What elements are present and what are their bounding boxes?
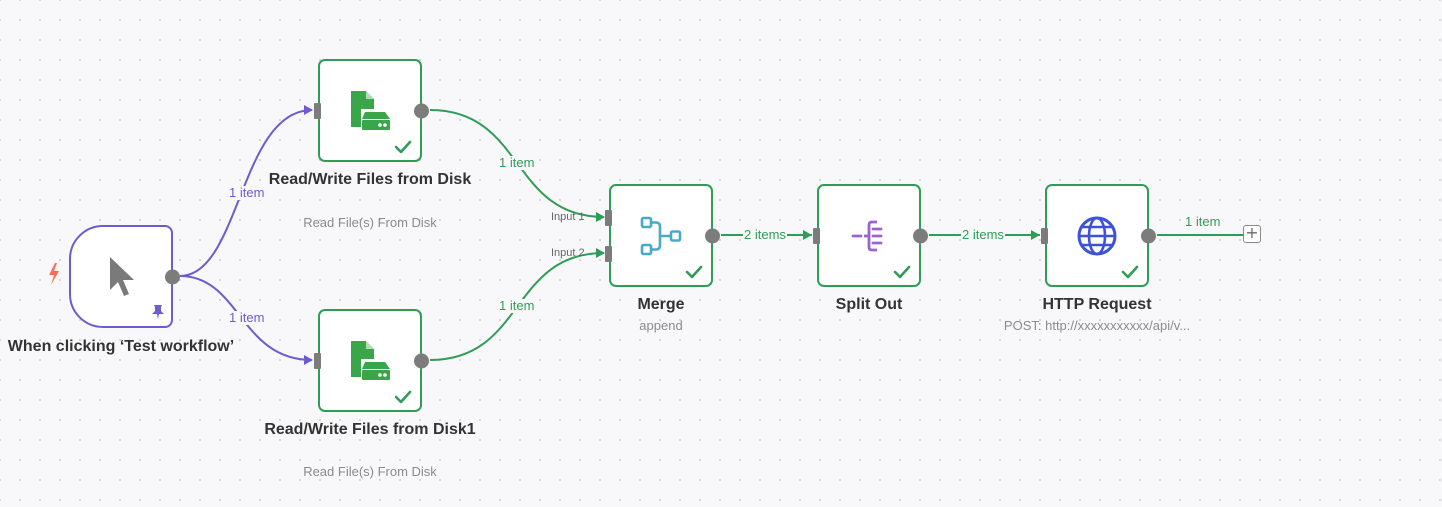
input-handle[interactable] xyxy=(314,103,321,119)
split-out-icon xyxy=(851,220,883,251)
merge-input-2-label: Input 2 xyxy=(551,247,585,259)
read2-node-title: Read/Write Files from Disk1 xyxy=(264,421,476,438)
edge-label-read1-merge: 1 item xyxy=(498,155,536,170)
read-write-files-node-2[interactable] xyxy=(314,309,429,412)
output-handle[interactable] xyxy=(414,353,429,368)
edge-label-split-http: 2 items xyxy=(961,227,1005,242)
pin-icon[interactable] xyxy=(151,304,165,320)
edge-arrow xyxy=(304,105,313,115)
input-handle[interactable] xyxy=(1041,228,1048,244)
read2-node-subtitle: Read File(s) From Disk xyxy=(303,464,437,479)
read1-node-title: Read/Write Files from Disk xyxy=(268,171,472,188)
trigger-node-title: When clicking ‘Test workflow’ xyxy=(7,338,235,355)
output-handle[interactable] xyxy=(1141,228,1156,243)
merge-node-title: Merge xyxy=(637,296,685,313)
output-handle[interactable] xyxy=(165,269,180,284)
output-handle[interactable] xyxy=(913,228,928,243)
add-node-button[interactable]: + xyxy=(1243,225,1261,243)
edge-label-trigger-read2: 1 item xyxy=(228,310,266,325)
edge-label-read2-merge: 1 item xyxy=(498,298,536,313)
success-check-icon xyxy=(394,390,412,404)
split-out-node[interactable] xyxy=(813,184,928,287)
edge-arrow xyxy=(1031,230,1040,240)
success-check-icon xyxy=(893,265,911,279)
read1-node-subtitle: Read File(s) From Disk xyxy=(303,215,437,230)
file-disk-icon xyxy=(351,90,390,130)
edge-label-http-out: 1 item xyxy=(1184,214,1222,229)
edge-label-trigger-read1: 1 item xyxy=(228,185,266,200)
edge-arrow xyxy=(596,248,605,258)
merge-input-1-label: Input 1 xyxy=(551,211,585,223)
http-request-node-title: HTTP Request xyxy=(1042,296,1152,313)
success-check-icon xyxy=(1121,265,1139,279)
http-request-node[interactable] xyxy=(1041,184,1156,287)
output-handle[interactable] xyxy=(414,103,429,118)
merge-node-subtitle: append xyxy=(639,318,683,333)
input-handle[interactable] xyxy=(813,228,820,244)
success-check-icon xyxy=(685,265,703,279)
edge-arrow xyxy=(596,212,605,222)
output-handle[interactable] xyxy=(705,228,720,243)
input-handle[interactable] xyxy=(314,353,321,369)
split-out-node-title: Split Out xyxy=(835,296,903,313)
input-handle-1[interactable] xyxy=(605,210,612,226)
lightning-bolt-icon xyxy=(49,263,59,285)
success-check-icon xyxy=(394,140,412,154)
input-handle-2[interactable] xyxy=(605,246,612,262)
globe-icon xyxy=(1077,216,1117,255)
merge-node[interactable] xyxy=(605,184,720,287)
http-request-node-subtitle: POST: http://xxxxxxxxxxx/api/v... xyxy=(1003,318,1191,333)
read-write-files-node-1[interactable] xyxy=(314,59,429,162)
cursor-icon xyxy=(110,256,134,296)
edge-arrow xyxy=(803,230,812,240)
edge-arrow xyxy=(304,355,313,365)
edge-label-merge-split: 2 items xyxy=(743,227,787,242)
merge-icon xyxy=(640,216,682,255)
file-disk-icon xyxy=(351,340,390,380)
trigger-node[interactable] xyxy=(69,225,180,328)
